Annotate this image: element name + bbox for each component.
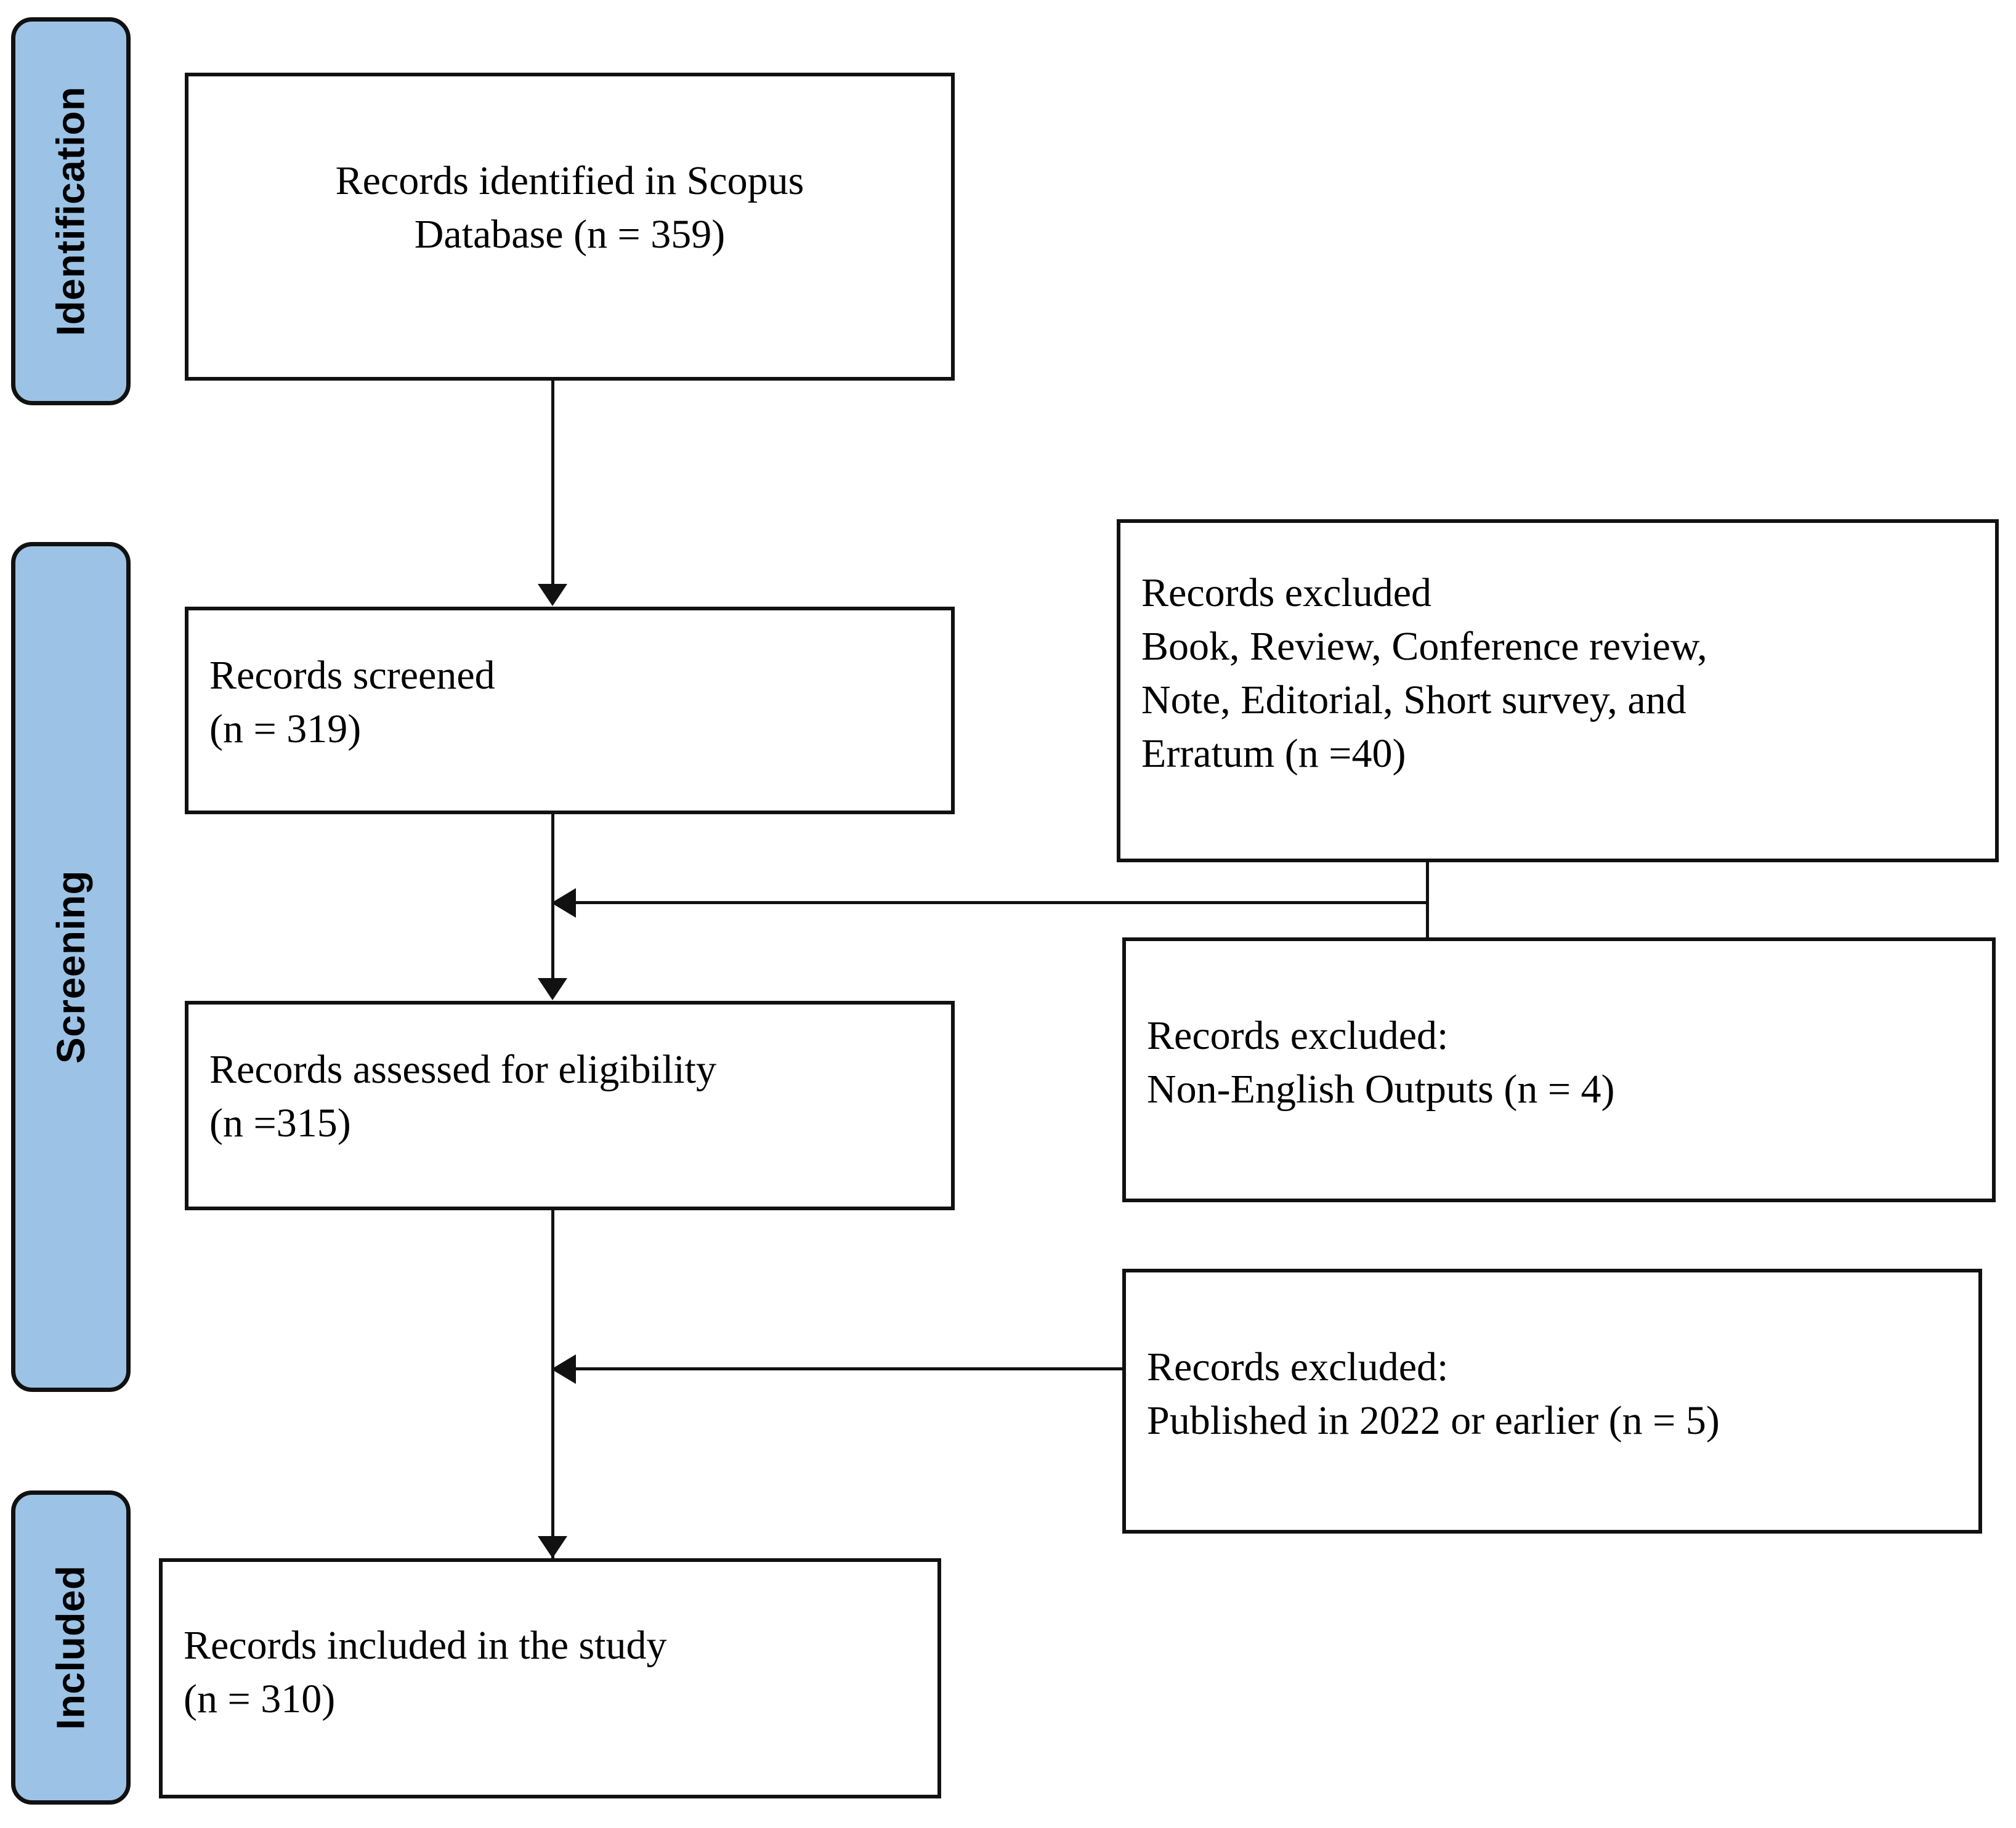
text-line: Database (n = 359): [414, 212, 726, 257]
text-line: Book, Review, Conference review,: [1141, 624, 1707, 669]
text-line: Note, Editorial, Short survey, and: [1141, 677, 1686, 723]
text-line: Erratum (n =40): [1141, 731, 1406, 777]
box-records-included: Records included in the study (n = 310): [159, 1558, 941, 1798]
text-line: Records excluded:: [1147, 1013, 1449, 1058]
box-excluded-document-types-text: Records excluded Book, Review, Conferenc…: [1141, 566, 1984, 780]
box-records-assessed-text: Records assessed for eligibility (n =315…: [209, 1043, 940, 1150]
stage-label-included: Included: [49, 1565, 93, 1730]
stage-pill-included: Included: [11, 1490, 131, 1805]
box-excluded-publication-year-text: Records excluded: Published in 2022 or e…: [1147, 1340, 1967, 1447]
connector-exclusions-vertical-stub: [1426, 860, 1429, 939]
box-excluded-non-english: Records excluded: Non-English Outputs (n…: [1122, 937, 1996, 1202]
stage-label-identification: Identification: [49, 86, 93, 336]
text-line: Records included in the study: [184, 1623, 667, 1668]
text-line: Records screened: [209, 653, 495, 698]
text-line: (n =315): [209, 1101, 351, 1146]
connector-excluded-document-types-to-trunk: [576, 901, 1427, 904]
box-excluded-document-types: Records excluded Book, Review, Conferenc…: [1117, 519, 1999, 862]
box-records-screened: Records screened (n = 319): [185, 607, 955, 814]
connector-excluded-publication-year-to-trunk: [576, 1367, 1124, 1370]
connector-assessed-to-included: [551, 1210, 554, 1558]
text-line: Records assessed for eligibility: [209, 1047, 717, 1092]
stage-pill-screening: Screening: [11, 542, 131, 1392]
arrowhead-excluded-publication-year: [551, 1354, 576, 1384]
box-records-identified: Records identified in Scopus Database (n…: [185, 73, 955, 381]
arrowhead-assessed-to-included: [538, 1536, 567, 1558]
arrowhead-identified-to-screened: [538, 584, 567, 606]
text-line: Records excluded: [1141, 570, 1431, 615]
text-line: Non-English Outputs (n = 4): [1147, 1067, 1615, 1112]
connector-identified-to-screened: [551, 381, 554, 585]
box-excluded-non-english-text: Records excluded: Non-English Outputs (n…: [1147, 1009, 1981, 1116]
text-line: Records excluded:: [1147, 1345, 1449, 1389]
stage-label-screening: Screening: [49, 870, 93, 1064]
text-line: (n = 310): [184, 1676, 336, 1722]
box-excluded-publication-year: Records excluded: Published in 2022 or e…: [1122, 1269, 1982, 1534]
box-records-included-text: Records included in the study (n = 310): [184, 1619, 926, 1726]
stage-pill-identification: Identification: [11, 17, 131, 405]
box-records-assessed: Records assessed for eligibility (n =315…: [185, 1001, 955, 1210]
text-line: Records identified in Scopus: [335, 158, 804, 203]
arrowhead-excluded-document-types: [551, 888, 576, 918]
text-line: Published in 2022 or earlier (n = 5): [1147, 1398, 1720, 1444]
box-records-identified-text: Records identified in Scopus Database (n…: [200, 154, 940, 261]
box-records-screened-text: Records screened (n = 319): [209, 649, 940, 756]
text-line: (n = 319): [209, 706, 362, 752]
arrowhead-screened-to-assessed: [538, 978, 567, 1000]
